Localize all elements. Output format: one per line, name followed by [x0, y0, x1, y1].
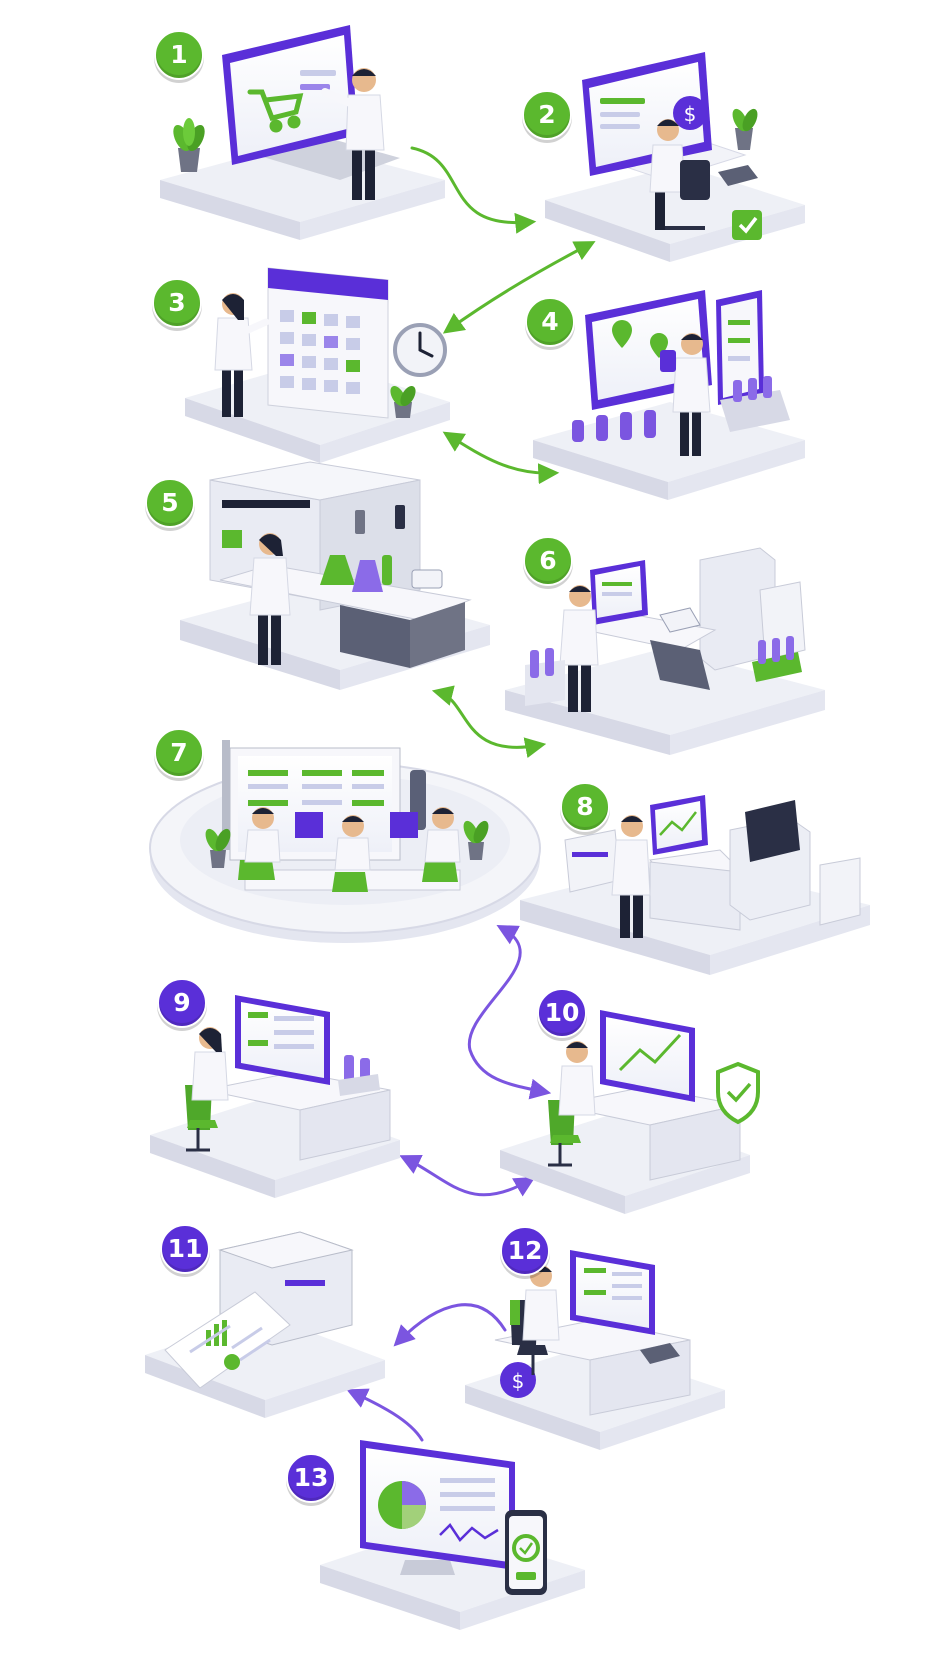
svg-text:$: $ — [684, 102, 697, 126]
svg-text:$: $ — [512, 1369, 525, 1393]
step-12-scene: $ — [465, 1250, 725, 1450]
arrow-8-to-10 — [467, 924, 552, 1100]
step-badge-10: 10 — [537, 988, 587, 1038]
step-8-scene — [520, 795, 870, 975]
arrow-9-to-10 — [399, 1155, 536, 1197]
step-badge-2: 2 — [522, 90, 572, 140]
step-9-scene — [150, 995, 400, 1198]
shopping-cart-icon — [247, 89, 304, 133]
step-badge-6: 6 — [523, 536, 573, 586]
step-badge-8: 8 — [560, 782, 610, 832]
calendar-grid — [280, 310, 360, 394]
clock-icon — [393, 323, 447, 377]
step-5-scene — [180, 461, 490, 690]
step-4-scene — [533, 290, 805, 500]
step-badge-9: 9 — [157, 978, 207, 1028]
arrow-13-to-11 — [346, 1388, 424, 1442]
step-11-scene — [145, 1231, 385, 1418]
step-13-scene — [320, 1440, 585, 1630]
step-badge-1: 1 — [154, 30, 204, 80]
step-1-scene — [160, 25, 445, 240]
arrow-5-to-6 — [431, 685, 547, 759]
step-10-scene — [500, 1010, 760, 1214]
dollar-coin-icon — [673, 96, 707, 130]
step-7-scene — [149, 740, 541, 943]
arrow-12-to-11 — [393, 1303, 507, 1347]
step-badge-7: 7 — [154, 728, 204, 778]
arrow-1-to-2 — [410, 146, 537, 234]
step-badge-5: 5 — [145, 478, 195, 528]
arrow-2-to-3 — [442, 241, 596, 334]
dashboard-pie — [378, 1481, 426, 1529]
connector-arrows — [346, 146, 596, 1442]
step-2-scene: $ — [545, 52, 805, 262]
checkmark-icon — [732, 210, 762, 240]
step-badge-13: 13 — [286, 1453, 336, 1503]
step-badge-12: 12 — [500, 1226, 550, 1276]
step-badge-3: 3 — [152, 278, 202, 328]
arrow-3-to-4 — [442, 431, 560, 485]
step-badge-4: 4 — [525, 297, 575, 347]
shield-check-icon — [716, 1061, 760, 1125]
step-badge-11: 11 — [160, 1224, 210, 1274]
step-3-scene — [185, 267, 450, 463]
step-6-scene — [505, 547, 825, 755]
dollar-coin-icon — [500, 1362, 536, 1398]
